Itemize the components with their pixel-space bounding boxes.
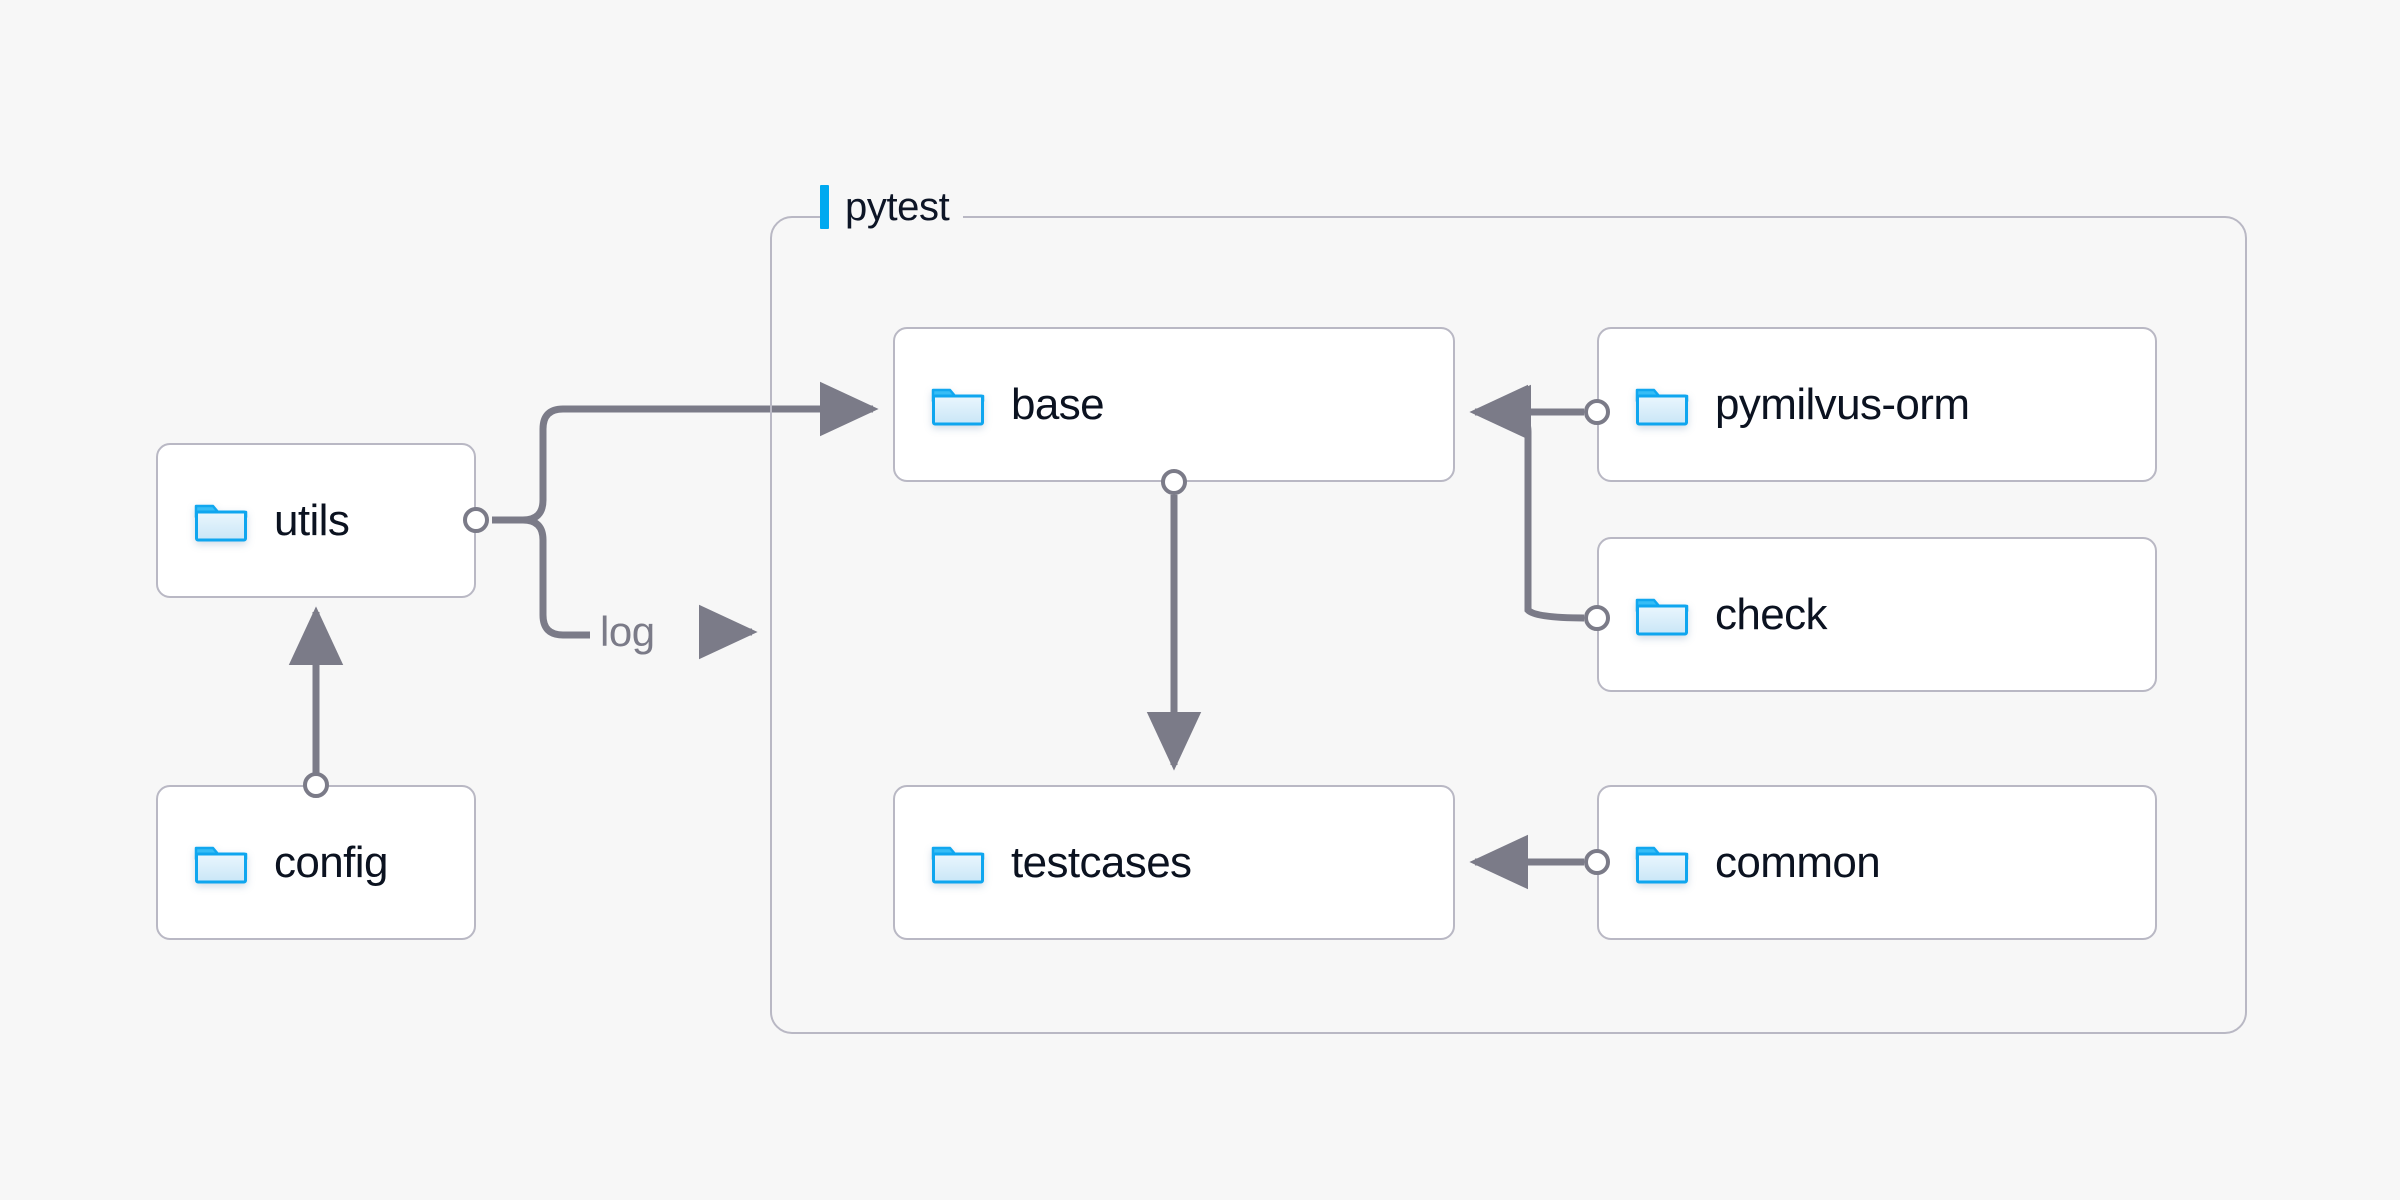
node-base[interactable]: base <box>893 327 1455 482</box>
node-pymilvus-orm-label: pymilvus-orm <box>1715 379 1970 429</box>
port-check-left[interactable] <box>1584 605 1610 631</box>
group-pytest[interactable] <box>770 216 2247 1034</box>
folder-icon <box>194 841 248 885</box>
folder-icon <box>194 499 248 543</box>
node-utils-label: utils <box>274 495 350 545</box>
node-config[interactable]: config <box>156 785 476 940</box>
port-common-left[interactable] <box>1584 849 1610 875</box>
group-accent-bar <box>820 185 829 229</box>
port-config-top[interactable] <box>303 772 329 798</box>
folder-icon <box>931 841 985 885</box>
folder-icon <box>1635 841 1689 885</box>
folder-icon <box>1635 383 1689 427</box>
node-config-label: config <box>274 837 388 887</box>
port-pymilvus-orm-left[interactable] <box>1584 399 1610 425</box>
edge-utils-log <box>492 516 590 639</box>
folder-icon <box>931 383 985 427</box>
group-pytest-label-text: pytest <box>845 184 950 229</box>
node-utils[interactable]: utils <box>156 443 476 598</box>
node-testcases-label: testcases <box>1011 837 1192 887</box>
port-base-bottom[interactable] <box>1161 469 1187 495</box>
group-pytest-label: pytest <box>820 180 964 234</box>
node-common[interactable]: common <box>1597 785 2157 940</box>
port-utils-right[interactable] <box>463 507 489 533</box>
node-check-label: check <box>1715 589 1828 639</box>
edge-label-log: log <box>600 608 655 655</box>
node-check[interactable]: check <box>1597 537 2157 692</box>
node-base-label: base <box>1011 379 1105 429</box>
node-testcases[interactable]: testcases <box>893 785 1455 940</box>
folder-icon <box>1635 593 1689 637</box>
node-common-label: common <box>1715 837 1881 887</box>
node-pymilvus-orm[interactable]: pymilvus-orm <box>1597 327 2157 482</box>
